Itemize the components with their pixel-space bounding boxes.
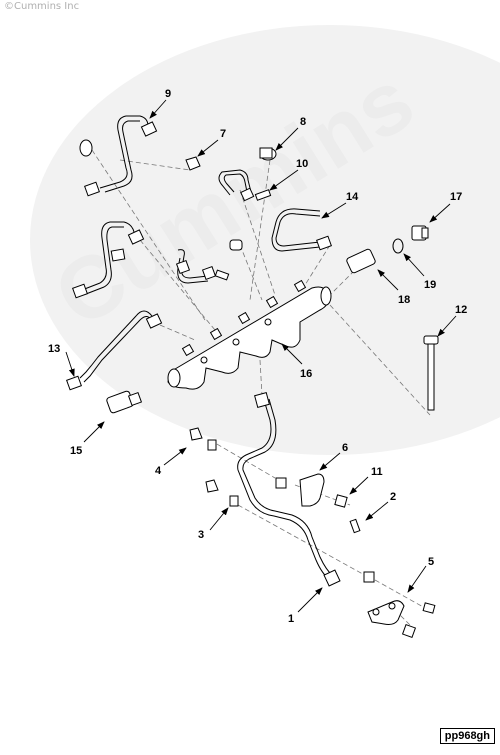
callout-1: 1: [288, 613, 294, 625]
callout-13: 13: [48, 343, 60, 355]
callout-4: 4: [155, 465, 162, 477]
callout-8: 8: [300, 116, 306, 128]
callout-2: 2: [390, 491, 396, 503]
injector-lines: [79, 115, 334, 581]
callout-16: 16: [300, 368, 312, 380]
callout-12: 12: [455, 304, 467, 316]
callout-19: 19: [424, 279, 436, 291]
callout-9: 9: [165, 88, 171, 100]
callout-15: 15: [70, 445, 82, 457]
callout-14: 14: [346, 191, 359, 203]
callout-18: 18: [398, 294, 410, 306]
callout-3: 3: [198, 529, 204, 541]
callout-17: 17: [450, 191, 462, 203]
callout-5: 5: [428, 556, 434, 568]
fuel-rail: [167, 279, 332, 390]
figure-id-label: pp968gh: [439, 728, 495, 744]
callout-leaders: [65, 99, 457, 613]
fittings: [66, 121, 439, 639]
copyright-text: ©Cummins Inc: [4, 1, 80, 12]
assembly-guide-lines: [91, 149, 431, 626]
callout-11: 11: [371, 466, 383, 478]
callout-labels: 9 7 8 10 14 17 19 18 12 16 13 15 4 6 11 …: [48, 88, 467, 625]
callout-7: 7: [220, 128, 226, 140]
callout-6: 6: [342, 442, 348, 454]
callout-10: 10: [296, 158, 308, 170]
